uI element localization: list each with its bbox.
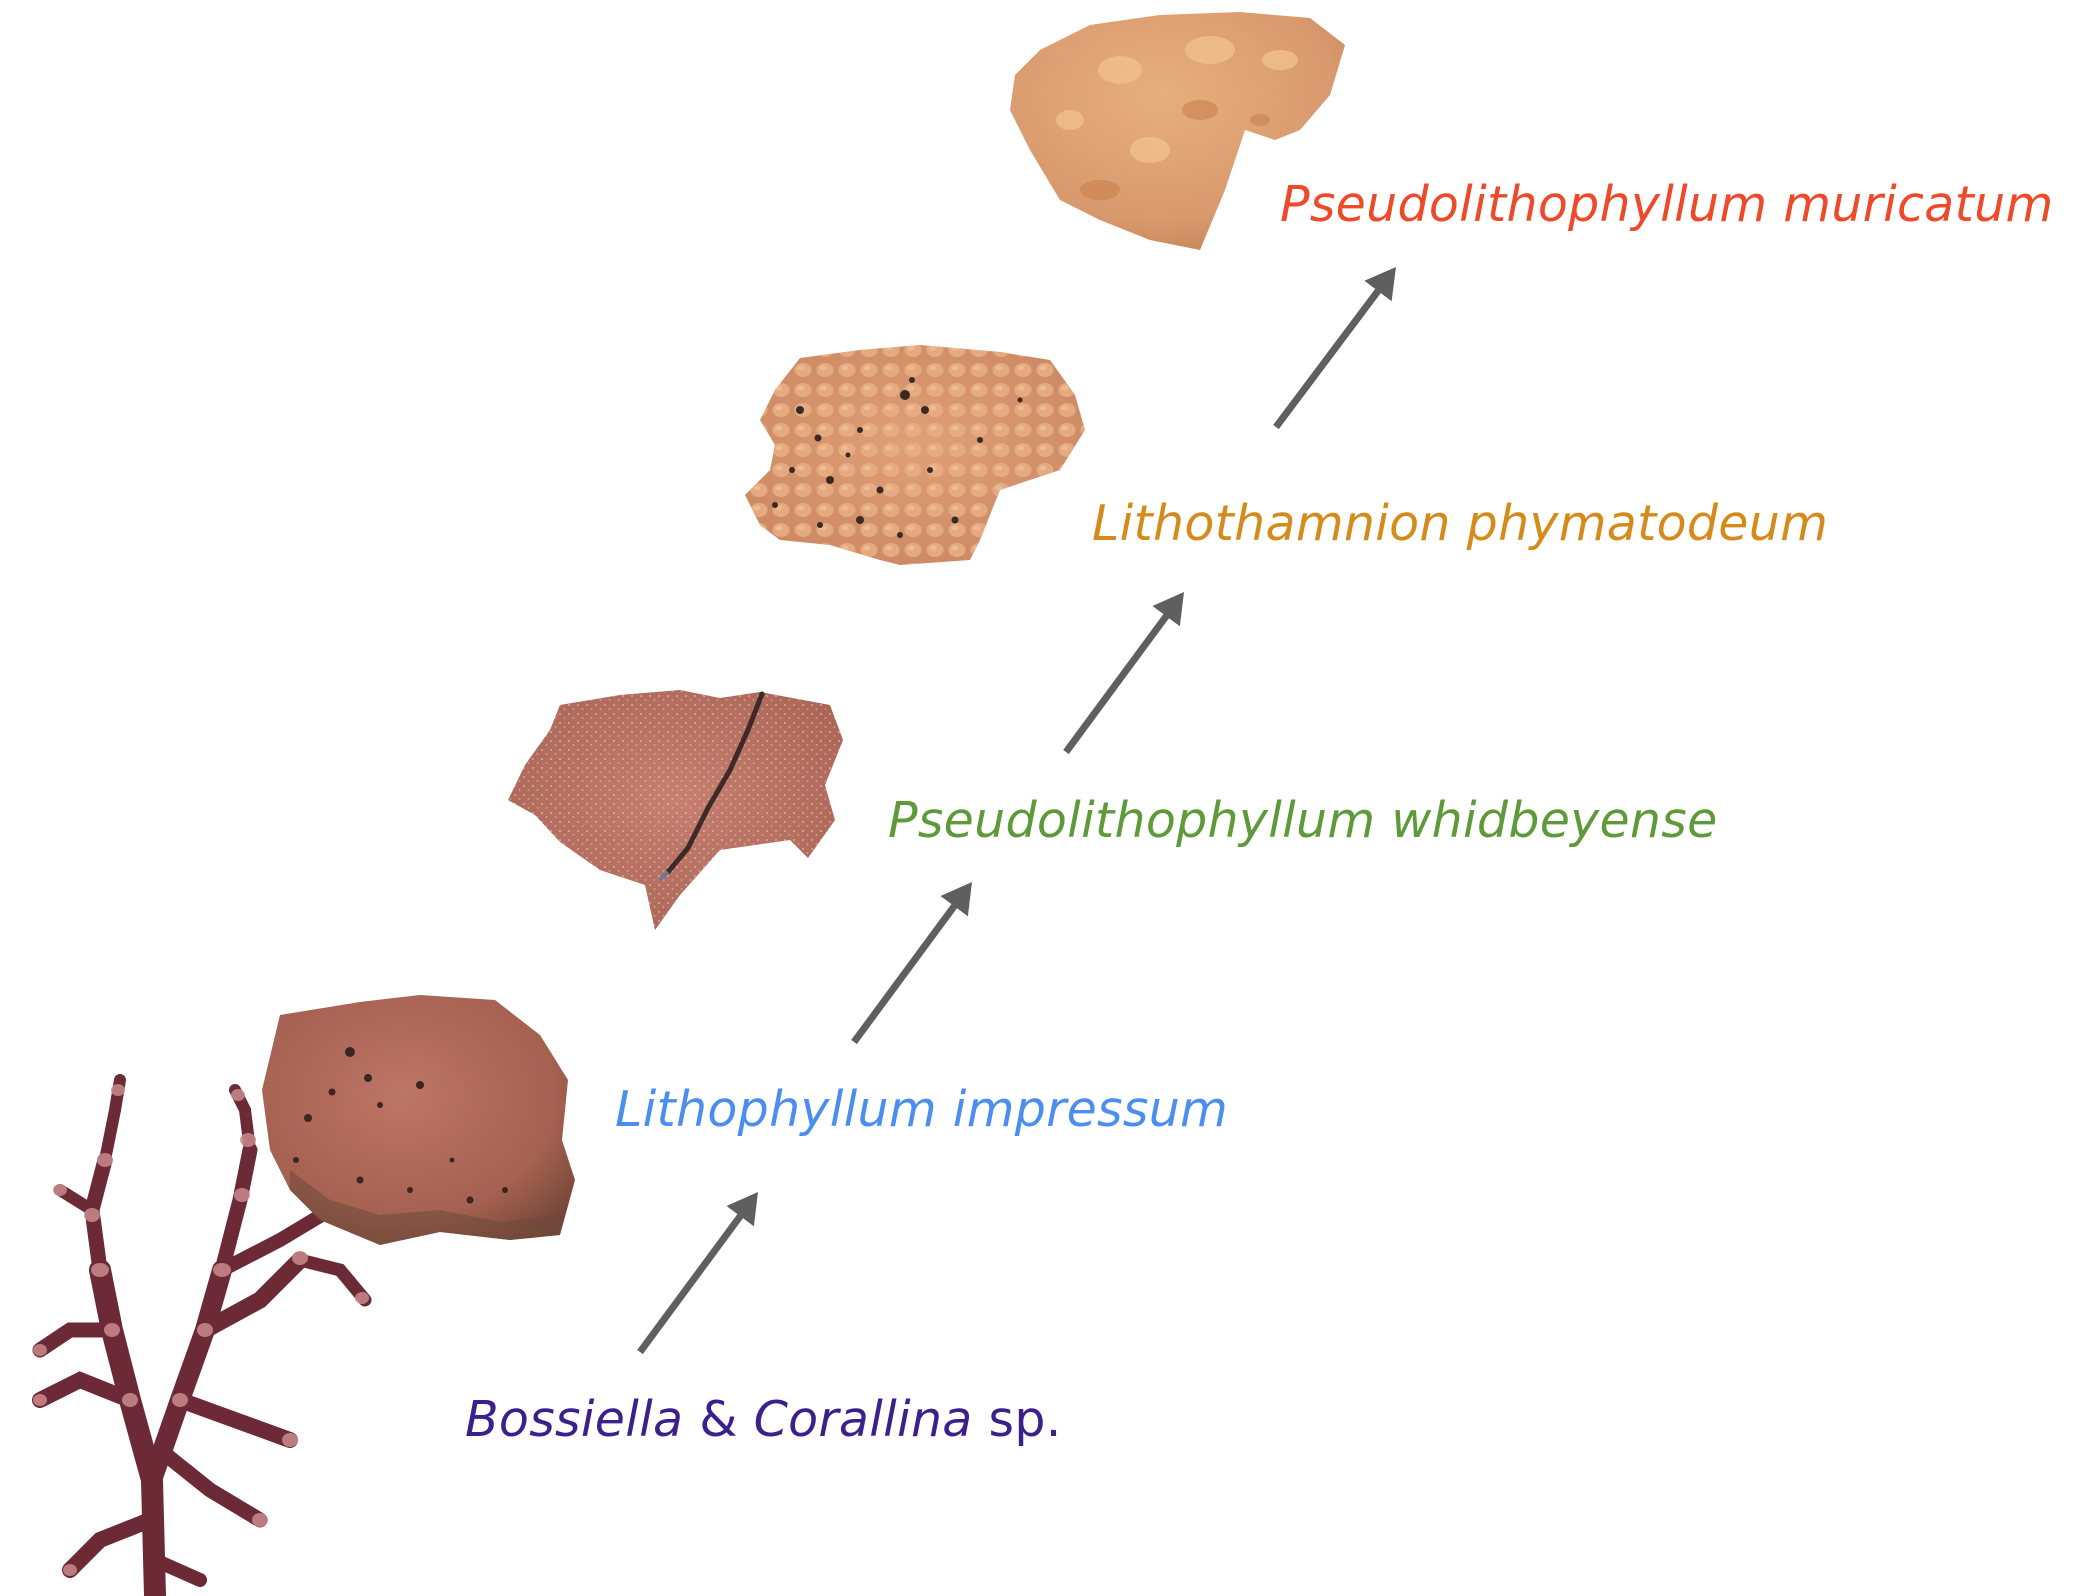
label-lithothamnion-phymatodeum: Lithothamnion phymatodeum <box>1092 499 1828 548</box>
label-ampersand: & <box>683 1391 753 1448</box>
label-bossiella-corallina: Bossiella & Corallina sp. <box>465 1395 1062 1444</box>
arrow-head <box>1153 592 1184 626</box>
arrow-phymatodeum-to-muricatum <box>1276 267 1396 427</box>
whidbeyense-specimen-image <box>508 690 843 930</box>
arrow-head <box>1364 267 1396 301</box>
arrow-bossiella-to-impressum <box>640 1192 758 1352</box>
arrow-shaft <box>1276 289 1379 427</box>
arrow-shaft <box>640 1215 741 1352</box>
arrow-shaft <box>1066 615 1167 752</box>
label-corallina-genus: Corallina <box>754 1391 973 1448</box>
impressum-specimen-image <box>262 995 575 1245</box>
label-pseudolithophyllum-whidbeyense: Pseudolithophyllum whidbeyense <box>888 796 1718 845</box>
arrow-shaft <box>854 905 955 1042</box>
label-lithophyllum-impressum: Lithophyllum impressum <box>615 1085 1228 1134</box>
arrow-head <box>941 882 972 916</box>
label-bossiella-genus: Bossiella <box>465 1391 683 1448</box>
arrow-whidbeyense-to-phymatodeum <box>1066 592 1184 752</box>
label-pseudolithophyllum-muricatum: Pseudolithophyllum muricatum <box>1280 180 2054 229</box>
arrow-impressum-to-whidbeyense <box>854 882 972 1042</box>
arrow-head <box>727 1192 758 1226</box>
phymatodeum-specimen-image <box>745 345 1085 565</box>
label-sp: sp. <box>973 1391 1062 1448</box>
